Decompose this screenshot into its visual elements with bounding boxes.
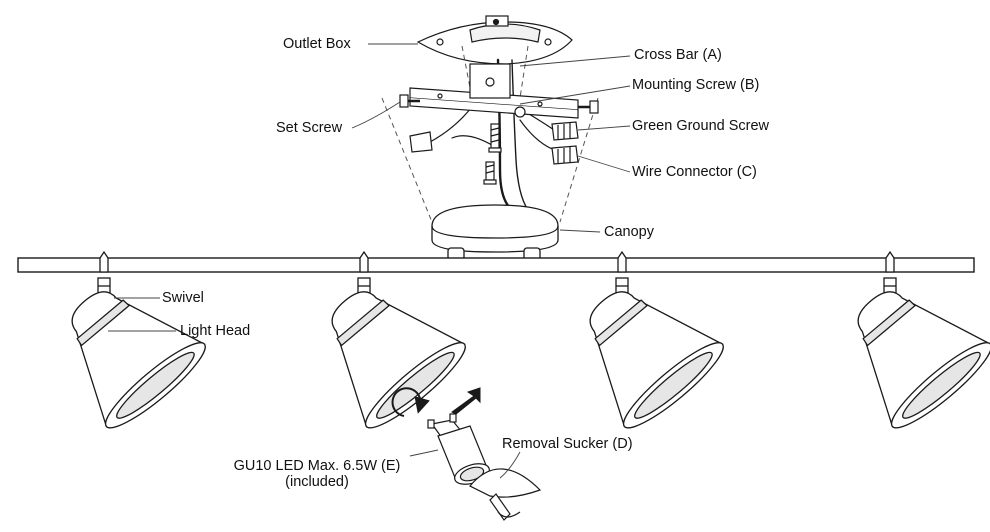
label-mounting-screw: Mounting Screw (B) [632,77,760,93]
label-wire-connector: Wire Connector (C) [632,164,757,180]
track-bar [17,257,975,273]
label-gu10-line2: (included) [285,474,349,490]
wire-connectors [409,121,579,165]
label-removal-sucker: Removal Sucker (D) [502,436,633,452]
light-head-4 [857,250,990,429]
cross-bar [409,63,579,119]
light-head-3 [589,250,724,429]
label-outlet-box: Outlet Box [283,36,351,52]
leader-lines [108,43,631,479]
label-swivel: Swivel [162,290,204,306]
label-gu10: GU10 LED Max. 6.5W (E) (included) [224,458,410,490]
removal-sucker [469,468,542,521]
alignment-guides [381,45,599,223]
mounting-screws [483,123,502,185]
label-light-head: Light Head [180,323,251,339]
light-head-1 [71,250,206,429]
set-screw-right [578,100,599,114]
outlet-box [416,15,573,65]
label-set-screw: Set Screw [276,120,343,136]
canopy [431,204,559,261]
label-canopy: Canopy [604,224,654,240]
install-arrows [391,387,481,417]
label-green-ground-screw: Green Ground Screw [632,118,770,134]
label-cross-bar: Cross Bar (A) [634,47,722,63]
light-heads [71,250,990,429]
set-screw-left [399,94,420,108]
gu10-bulb [427,413,490,485]
label-gu10-line1: GU10 LED Max. 6.5W (E) [233,458,401,474]
light-head-2 [331,250,466,429]
